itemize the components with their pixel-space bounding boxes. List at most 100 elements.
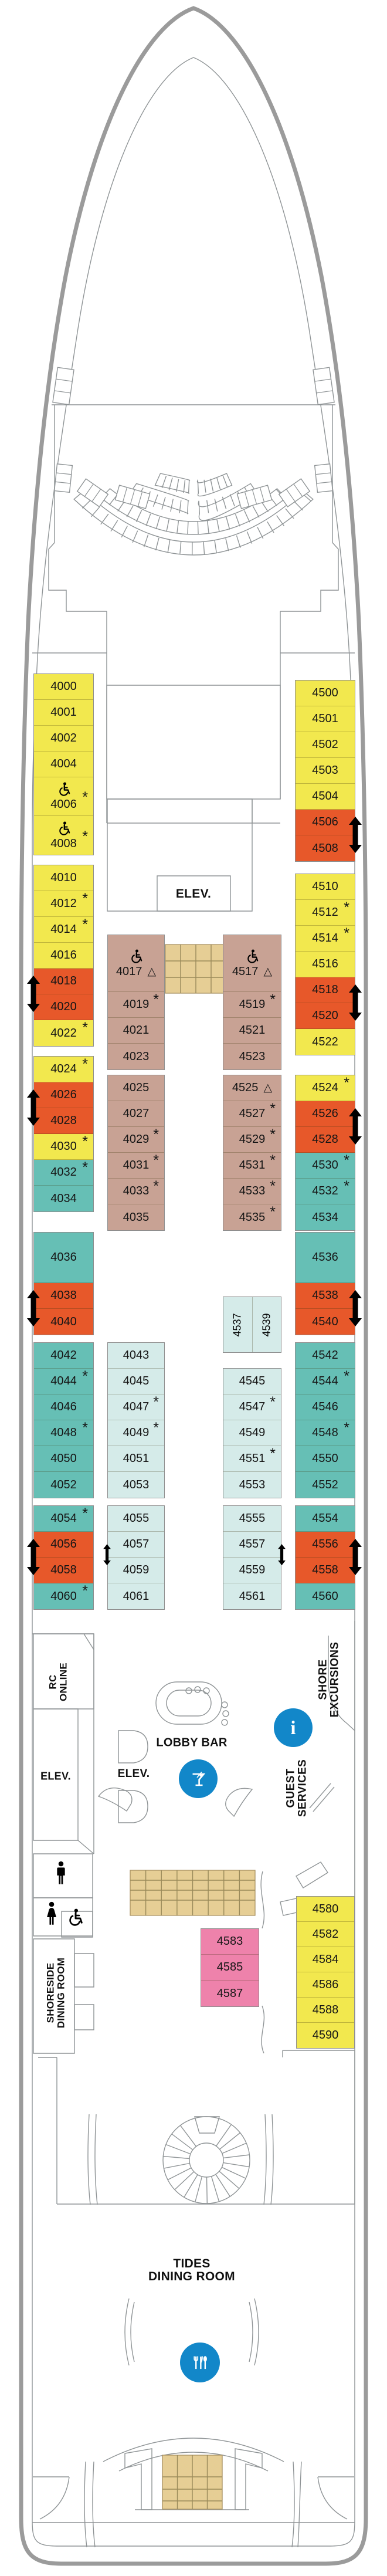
cabin-4023[interactable]: 4023 — [108, 1044, 164, 1069]
cabin-4548[interactable]: 4548* — [296, 1420, 355, 1446]
cabin-4056[interactable]: 4056 — [34, 1532, 93, 1558]
cabin-4048[interactable]: 4048* — [34, 1420, 93, 1446]
cabin-4031[interactable]: 4031* — [108, 1153, 164, 1179]
cabin-4588[interactable]: 4588 — [297, 1998, 354, 2023]
cabin-4519[interactable]: 4519* — [223, 992, 281, 1018]
cabin-4008[interactable]: 4008* — [34, 816, 93, 855]
cabin-4580[interactable]: 4580 — [297, 1897, 354, 1922]
cabin-4035[interactable]: 4035 — [108, 1204, 164, 1230]
cabin-4508[interactable]: 4508 — [296, 835, 355, 861]
cabin-4042[interactable]: 4042 — [34, 1343, 93, 1369]
cabin-4054[interactable]: 4054* — [34, 1506, 93, 1532]
cabin-4506[interactable]: 4506 — [296, 810, 355, 835]
cabin-4045[interactable]: 4045 — [108, 1369, 164, 1394]
cabin-4049[interactable]: 4049* — [108, 1420, 164, 1446]
cabin-4050[interactable]: 4050 — [34, 1446, 93, 1472]
cabin-4018[interactable]: 4018 — [34, 969, 93, 994]
cabin-4038[interactable]: 4038 — [34, 1283, 93, 1309]
cabin-4027[interactable]: 4027 — [108, 1101, 164, 1127]
cabin-4517[interactable]: 4517△ — [223, 935, 281, 992]
cabin-4061[interactable]: 4061 — [108, 1583, 164, 1609]
cabin-4514[interactable]: 4514* — [296, 926, 355, 952]
cabin-4044[interactable]: 4044* — [34, 1369, 93, 1394]
cabin-4549[interactable]: 4549 — [223, 1420, 281, 1446]
cabin-4530[interactable]: 4530* — [296, 1153, 355, 1179]
cabin-4538[interactable]: 4538 — [296, 1283, 355, 1309]
cabin-4540[interactable]: 4540 — [296, 1309, 355, 1335]
cabin-4539[interactable]: 4539 — [252, 1297, 281, 1352]
cabin-4000[interactable]: 4000 — [34, 674, 93, 700]
cabin-4544[interactable]: 4544* — [296, 1369, 355, 1394]
cabin-4052[interactable]: 4052 — [34, 1472, 93, 1498]
cabin-4582[interactable]: 4582 — [297, 1922, 354, 1947]
cabin-4527[interactable]: 4527* — [223, 1101, 281, 1127]
cabin-4551[interactable]: 4551* — [223, 1446, 281, 1472]
cabin-4518[interactable]: 4518 — [296, 977, 355, 1003]
cabin-4558[interactable]: 4558 — [296, 1558, 355, 1583]
cabin-4590[interactable]: 4590 — [297, 2023, 354, 2048]
cabin-4029[interactable]: 4029* — [108, 1127, 164, 1153]
cabin-4550[interactable]: 4550 — [296, 1446, 355, 1472]
cabin-4556[interactable]: 4556 — [296, 1532, 355, 1558]
cabin-4002[interactable]: 4002 — [34, 726, 93, 752]
cabin-4502[interactable]: 4502 — [296, 732, 355, 758]
cabin-4058[interactable]: 4058 — [34, 1558, 93, 1583]
cabin-4512[interactable]: 4512* — [296, 900, 355, 926]
cabin-4545[interactable]: 4545 — [223, 1369, 281, 1394]
cabin-4528[interactable]: 4528 — [296, 1127, 355, 1153]
cabin-4535[interactable]: 4535* — [223, 1204, 281, 1230]
cabin-4523[interactable]: 4523 — [223, 1044, 281, 1069]
cabin-4004[interactable]: 4004 — [34, 752, 93, 777]
cabin-4012[interactable]: 4012* — [34, 891, 93, 917]
cabin-4554[interactable]: 4554 — [296, 1506, 355, 1532]
cabin-4060[interactable]: 4060* — [34, 1583, 93, 1609]
cabin-4586[interactable]: 4586 — [297, 1972, 354, 1998]
cabin-4542[interactable]: 4542 — [296, 1343, 355, 1369]
cabin-4546[interactable]: 4546 — [296, 1394, 355, 1420]
cabin-4036[interactable]: 4036 — [34, 1233, 93, 1283]
cabin-4001[interactable]: 4001 — [34, 700, 93, 726]
cabin-4552[interactable]: 4552 — [296, 1472, 355, 1498]
cabin-4504[interactable]: 4504 — [296, 784, 355, 810]
cabin-4529[interactable]: 4529* — [223, 1127, 281, 1153]
cabin-4006[interactable]: 4006* — [34, 777, 93, 816]
cabin-4024[interactable]: 4024* — [34, 1057, 93, 1082]
cabin-4500[interactable]: 4500 — [296, 681, 355, 706]
cabin-4520[interactable]: 4520 — [296, 1003, 355, 1029]
cabin-4536[interactable]: 4536 — [296, 1233, 355, 1283]
cabin-4547[interactable]: 4547* — [223, 1394, 281, 1420]
cabin-4021[interactable]: 4021 — [108, 1018, 164, 1044]
cabin-4557[interactable]: 4557 — [223, 1532, 281, 1558]
cabin-4526[interactable]: 4526 — [296, 1101, 355, 1127]
cabin-4059[interactable]: 4059 — [108, 1558, 164, 1583]
cabin-4020[interactable]: 4020 — [34, 994, 93, 1020]
cabin-4051[interactable]: 4051 — [108, 1446, 164, 1472]
cabin-4561[interactable]: 4561 — [223, 1583, 281, 1609]
cabin-4046[interactable]: 4046 — [34, 1394, 93, 1420]
cabin-4585[interactable]: 4585 — [201, 1955, 259, 1981]
cabin-4521[interactable]: 4521 — [223, 1018, 281, 1044]
cabin-4537[interactable]: 4537 — [223, 1297, 253, 1352]
cabin-4503[interactable]: 4503 — [296, 758, 355, 784]
cabin-4030[interactable]: 4030* — [34, 1134, 93, 1160]
cabin-4522[interactable]: 4522 — [296, 1029, 355, 1055]
cabin-4501[interactable]: 4501 — [296, 706, 355, 732]
cabin-4022[interactable]: 4022* — [34, 1020, 93, 1046]
cabin-4017[interactable]: 4017△ — [108, 935, 164, 992]
cabin-4524[interactable]: 4524* — [296, 1075, 355, 1101]
cabin-4040[interactable]: 4040 — [34, 1309, 93, 1335]
cabin-4057[interactable]: 4057 — [108, 1532, 164, 1558]
cabin-4019[interactable]: 4019* — [108, 992, 164, 1018]
cabin-4053[interactable]: 4053 — [108, 1472, 164, 1498]
cabin-4043[interactable]: 4043 — [108, 1343, 164, 1369]
cabin-4534[interactable]: 4534 — [296, 1204, 355, 1230]
cabin-4587[interactable]: 4587 — [201, 1981, 259, 2006]
cabin-4010[interactable]: 4010 — [34, 865, 93, 891]
cabin-4033[interactable]: 4033* — [108, 1179, 164, 1204]
cabin-4047[interactable]: 4047* — [108, 1394, 164, 1420]
cabin-4034[interactable]: 4034 — [34, 1186, 93, 1211]
cabin-4560[interactable]: 4560 — [296, 1583, 355, 1609]
cabin-4510[interactable]: 4510 — [296, 874, 355, 900]
cabin-4531[interactable]: 4531* — [223, 1153, 281, 1179]
cabin-4583[interactable]: 4583 — [201, 1929, 259, 1955]
